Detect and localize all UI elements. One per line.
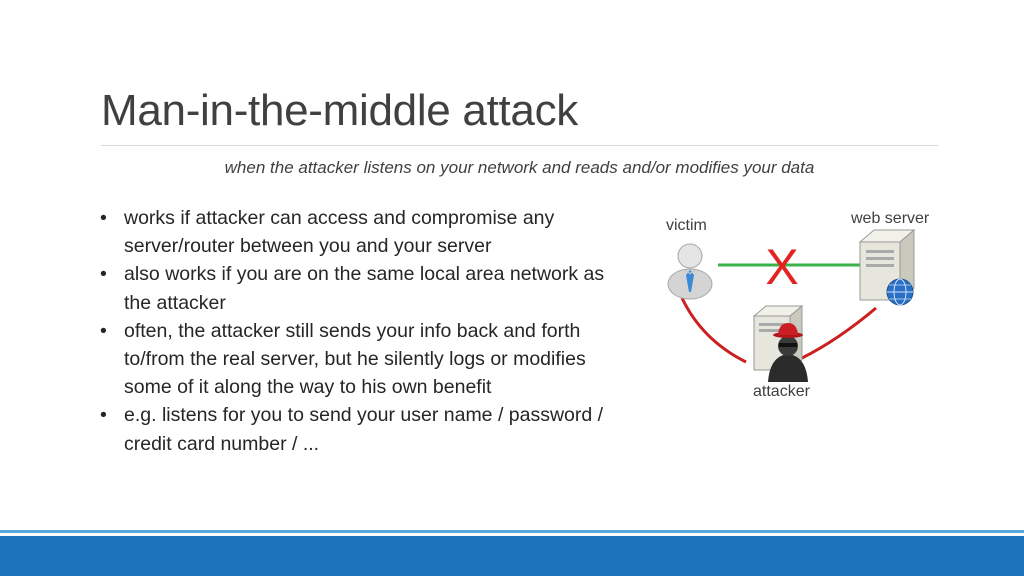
bullet-marker: • xyxy=(100,263,107,286)
hacker-icon xyxy=(768,323,808,382)
diagram-canvas: X xyxy=(667,228,916,382)
slide-subtitle: when the attacker listens on your networ… xyxy=(224,158,815,177)
globe-icon xyxy=(886,278,914,306)
slide-title: Man-in-the-middle attack xyxy=(101,86,578,135)
web-server-label: web server xyxy=(851,210,930,227)
bullet-item: • often, the attacker still sends your i… xyxy=(100,317,620,402)
title-divider xyxy=(101,145,938,146)
footer-accent-line xyxy=(0,530,1024,533)
user-icon xyxy=(667,243,713,300)
mitm-diagram: X xyxy=(640,200,960,420)
bullet-marker: • xyxy=(100,207,107,229)
attacker-label: attacker xyxy=(753,383,810,400)
bullet-marker: • xyxy=(100,319,107,342)
blocked-mark: X xyxy=(765,239,798,295)
bullet-item: • e.g. listens for you to send your user… xyxy=(100,401,620,457)
bullet-item: • also works if you are on the same loca… xyxy=(100,260,620,316)
bullet-marker: • xyxy=(100,404,107,427)
bullet-text: also works if you are on the same local … xyxy=(124,263,605,314)
attack-path-server xyxy=(801,306,877,360)
victim-label: victim xyxy=(666,217,707,234)
bullet-item: • works if attacker can access and compr… xyxy=(100,204,620,260)
bullet-list: • works if attacker can access and compr… xyxy=(100,204,620,458)
bullet-text: e.g. listens for you to send your user n… xyxy=(124,404,604,455)
attack-path-victim xyxy=(680,297,747,364)
footer-bar xyxy=(0,536,1024,576)
bullet-text: often, the attacker still sends your inf… xyxy=(124,319,586,399)
bullet-text: works if attacker can access and comprom… xyxy=(124,207,555,258)
